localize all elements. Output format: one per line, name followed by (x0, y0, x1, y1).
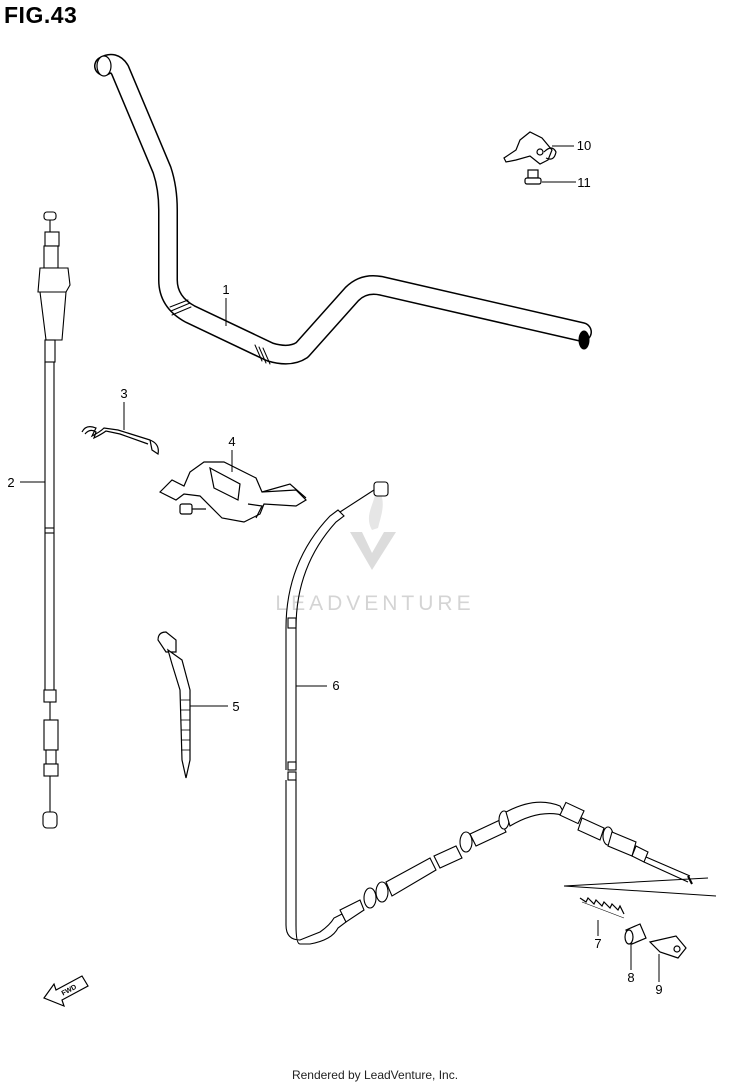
watermark-logo-icon (350, 532, 396, 570)
callout-2: 2 (7, 475, 14, 490)
callout-10: 10 (577, 138, 591, 153)
adjuster-nut[interactable] (624, 923, 647, 945)
callout-9: 9 (655, 982, 662, 997)
bracket-clip[interactable] (648, 935, 687, 959)
callout-4: 4 (228, 434, 235, 449)
watermark-text: LEADVENTURE (275, 592, 474, 615)
inset-guide (563, 877, 717, 897)
callout-6: 6 (332, 678, 339, 693)
cable-tie[interactable] (157, 631, 191, 779)
fwd-arrow-icon: FWD (43, 975, 89, 1008)
control-cable[interactable] (285, 481, 693, 945)
callout-8: 8 (627, 970, 634, 985)
figure-title: FIG.43 (4, 2, 78, 28)
leader-lines (20, 145, 660, 982)
callout-1: 1 (222, 282, 229, 297)
throttle-cable[interactable] (37, 211, 71, 829)
lever-bracket[interactable] (503, 131, 557, 165)
callout-5: 5 (232, 699, 239, 714)
callout-11: 11 (577, 175, 591, 190)
footer-credit: Rendered by LeadVenture, Inc. (291, 1068, 459, 1082)
callout-3: 3 (120, 386, 127, 401)
spring[interactable] (579, 896, 625, 919)
handlebar[interactable] (94, 53, 592, 365)
cable-bracket[interactable] (158, 461, 307, 523)
bolt[interactable] (524, 169, 542, 185)
callout-7: 7 (594, 936, 601, 951)
spring-clip[interactable] (81, 426, 159, 455)
